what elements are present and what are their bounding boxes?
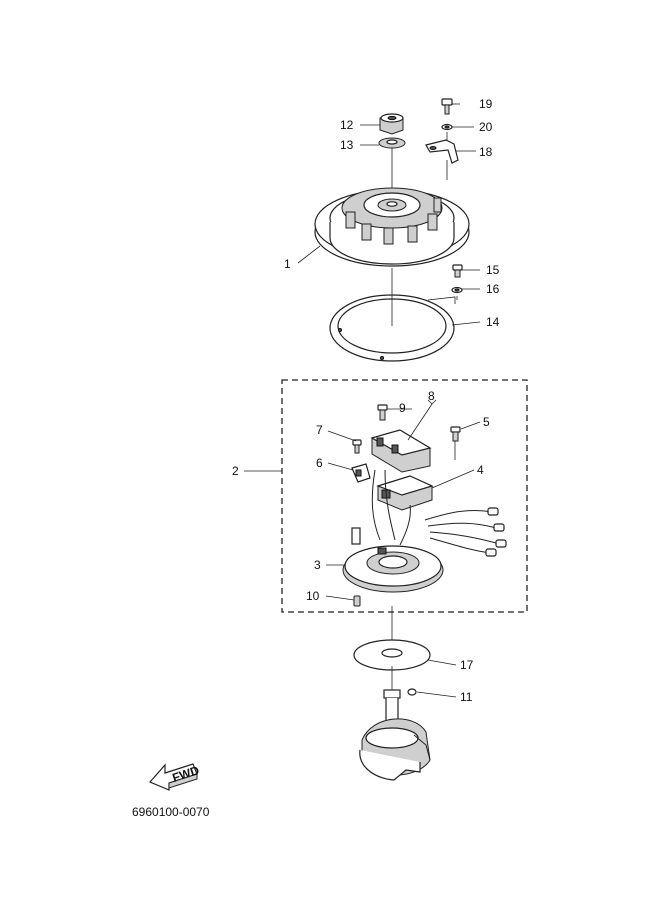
part-18-bracket (425, 139, 459, 164)
callout-4: 4 (477, 463, 484, 477)
diagram-code: 6960100-0070 (132, 805, 210, 819)
part-4-cdi-unit (376, 475, 434, 511)
part-20-washer (441, 123, 453, 131)
callout-12: 12 (340, 118, 354, 132)
fwd-arrow-icon: FWD (148, 763, 201, 791)
part-8-coil (370, 429, 432, 473)
part-16-washer (451, 286, 463, 294)
callout-3: 3 (314, 558, 321, 572)
callout-11: 11 (460, 690, 473, 704)
part-15-bolt (452, 264, 463, 278)
part-12-nut (379, 113, 404, 135)
callout-numbers: 19 20 18 12 13 1 15 16 14 8 9 5 7 2 6 4 … (232, 97, 500, 704)
callout-9: 9 (399, 401, 406, 415)
part-10-screw (353, 595, 361, 607)
part-17-plate (353, 639, 431, 671)
wire-harness (371, 469, 507, 557)
callout-14: 14 (486, 315, 500, 329)
callout-10: 10 (306, 589, 320, 603)
callout-20: 20 (479, 120, 493, 134)
crankshaft (359, 689, 431, 781)
part-14-ring (329, 294, 456, 362)
callout-7: 7 (316, 423, 323, 437)
callout-16: 16 (486, 282, 500, 296)
callout-5: 5 (483, 415, 490, 429)
part-11-key (407, 688, 417, 696)
part-6-clamp (351, 463, 371, 483)
part-7-screw (352, 439, 362, 454)
callout-8: 8 (428, 389, 435, 403)
callout-18: 18 (479, 145, 493, 159)
part-13-washer (378, 137, 406, 149)
stator-assembly-box (281, 379, 528, 613)
callout-1: 1 (284, 257, 291, 271)
part-19-bolt (441, 98, 453, 115)
callout-2: 2 (232, 464, 239, 478)
callout-19: 19 (479, 97, 493, 111)
callout-15: 15 (486, 263, 500, 277)
callout-17: 17 (460, 658, 474, 672)
leader-lines (244, 103, 481, 698)
part-3-stator-base (342, 527, 444, 593)
part-9-bolt (377, 404, 388, 421)
part-1-flywheel (314, 187, 470, 267)
callout-6: 6 (316, 456, 323, 470)
part-5-screw (450, 426, 461, 442)
callout-13: 13 (340, 138, 354, 152)
